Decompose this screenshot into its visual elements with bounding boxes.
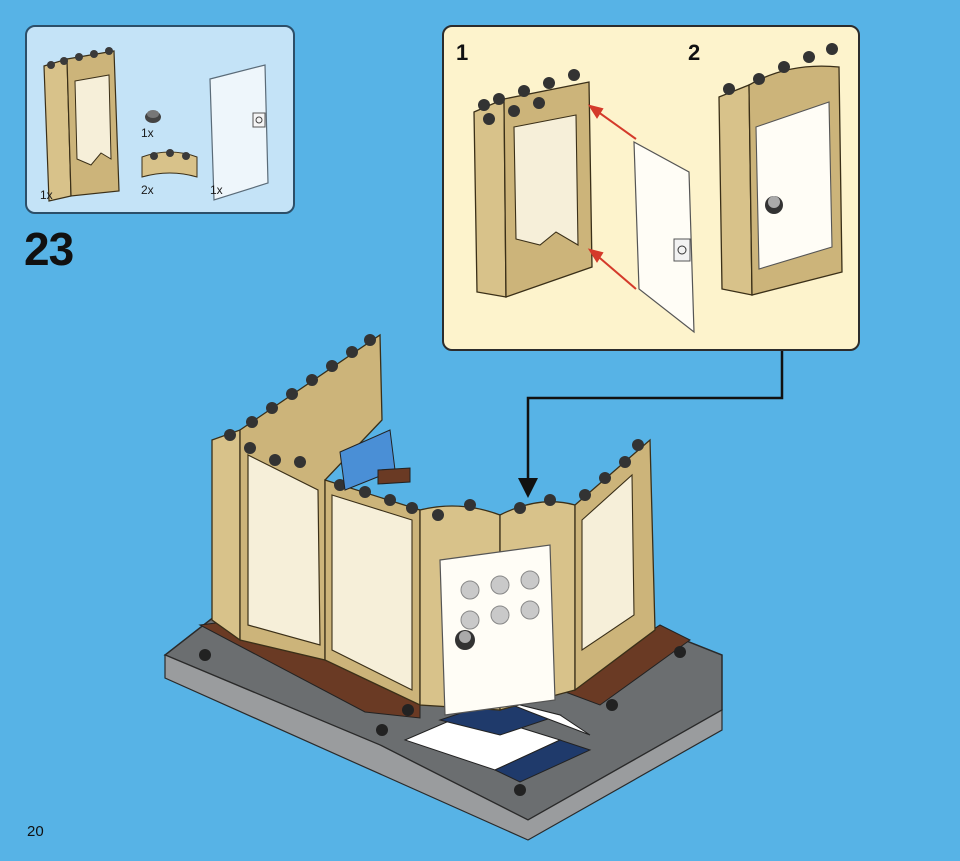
- qty-curved-brick: 2x: [141, 183, 154, 197]
- sub-step-callout: 1 2: [442, 25, 860, 351]
- sub-step-illustration: [473, 43, 843, 334]
- right-wall: [574, 438, 656, 692]
- base-studs: [199, 646, 686, 796]
- parts-illustration: [43, 47, 269, 202]
- middle-window: [324, 429, 421, 707]
- page-number: 20: [27, 823, 44, 840]
- curved-brick-part: [141, 149, 198, 178]
- parts-callout: 1x 1x 2x 1x: [25, 25, 295, 214]
- sub1-arrows: [587, 104, 637, 290]
- sub1-frame: [473, 69, 593, 298]
- door-part: [209, 64, 269, 201]
- left-wall: [211, 333, 383, 661]
- step-number: 23: [24, 223, 74, 275]
- sub2-assembly: [718, 43, 843, 296]
- corner-door-section: [419, 494, 576, 716]
- callout-connector-line: [526, 351, 784, 480]
- sub-step-1-label: 1: [456, 40, 469, 65]
- qty-door-frame: 1x: [40, 188, 53, 202]
- floor-tiles: [403, 699, 592, 783]
- qty-door: 1x: [210, 183, 223, 197]
- callout-arrowhead: [518, 478, 538, 498]
- sub1-door: [633, 140, 695, 334]
- stud-part: [145, 110, 161, 123]
- door-frame-part: [43, 47, 120, 202]
- sub-step-2-label: 2: [688, 40, 701, 65]
- qty-stud: 1x: [141, 126, 154, 140]
- shelf: [377, 467, 411, 485]
